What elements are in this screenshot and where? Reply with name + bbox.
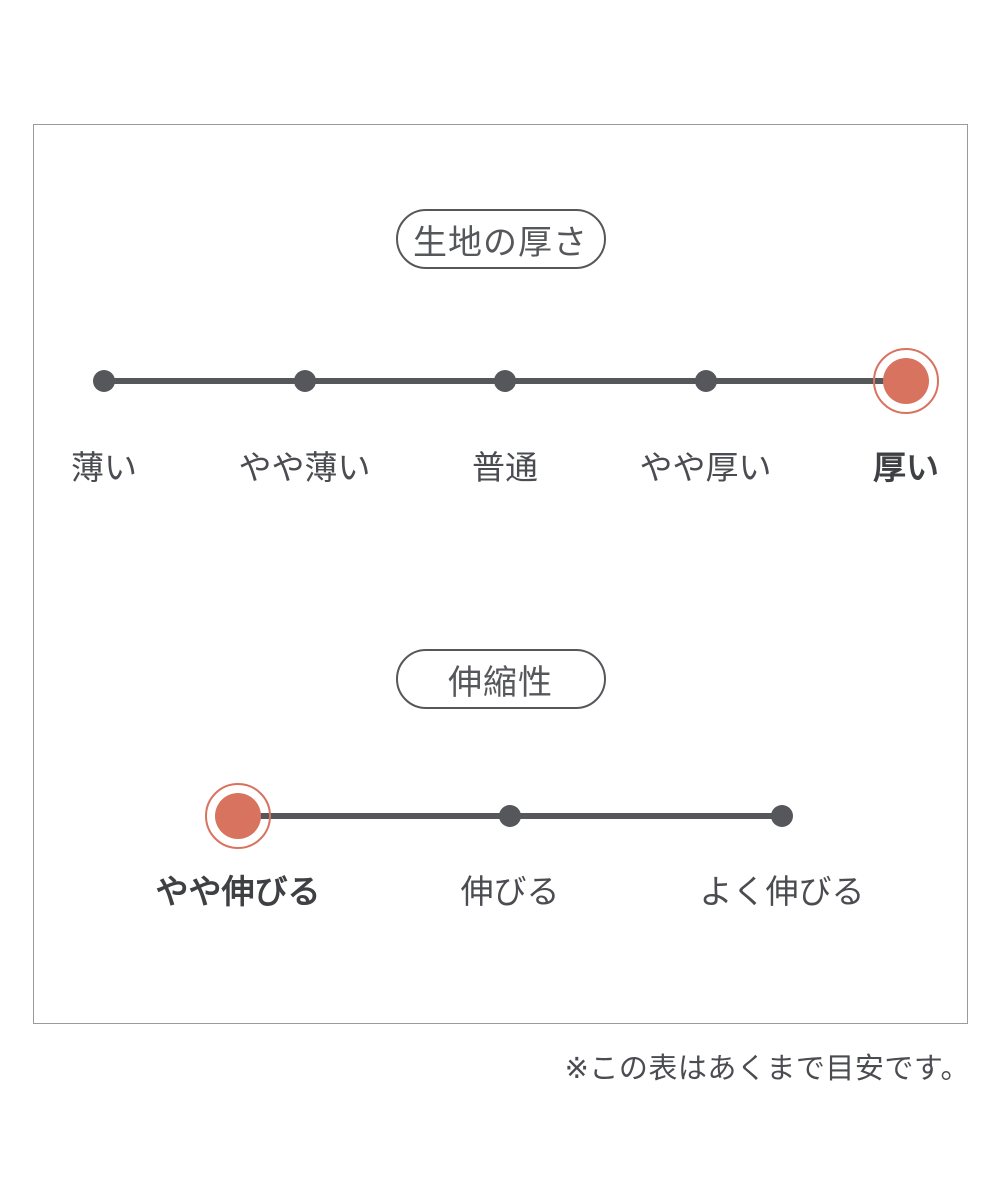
scale-dot	[771, 805, 793, 827]
thickness-scale: 薄い やや薄い 普通 やや厚い 厚い	[34, 125, 967, 1023]
scale-dot	[93, 370, 115, 392]
disclaimer-note: ※この表はあくまで目安です。	[564, 1053, 970, 1085]
scale-dot	[494, 370, 516, 392]
selected-ring	[873, 348, 939, 414]
scale-dot	[694, 370, 717, 392]
scale-dot	[499, 805, 521, 827]
scale-option-label: よく伸びる	[699, 873, 865, 910]
scale-option-label: 伸びる	[460, 873, 560, 910]
stretch-title-label: 伸縮性	[448, 663, 553, 702]
thickness-title-pill: 生地の厚さ	[395, 209, 606, 269]
scale-option-label: やや薄い	[238, 449, 371, 486]
selected-dot	[215, 793, 261, 839]
selected-dot	[883, 358, 929, 404]
scale-option-label: 薄い	[71, 449, 137, 486]
scale-option-label: やや伸びる	[155, 873, 321, 910]
stretch-title-pill: 伸縮性	[395, 649, 606, 709]
thickness-title-label: 生地の厚さ	[413, 223, 588, 262]
spec-chart-panel: 生地の厚さ 薄い やや薄い 普通 やや厚い 厚い 伸縮性 やや伸びる 伸びる よく伸びる	[33, 124, 968, 1024]
stretch-scale: やや伸びる 伸びる よく伸びる	[34, 125, 967, 1023]
scale-option-label: 厚い	[873, 449, 939, 486]
scale-option-label: 普通	[472, 449, 538, 486]
scale-option-label: やや厚い	[639, 449, 772, 486]
selected-ring	[205, 783, 271, 849]
scale-dot	[293, 370, 316, 392]
